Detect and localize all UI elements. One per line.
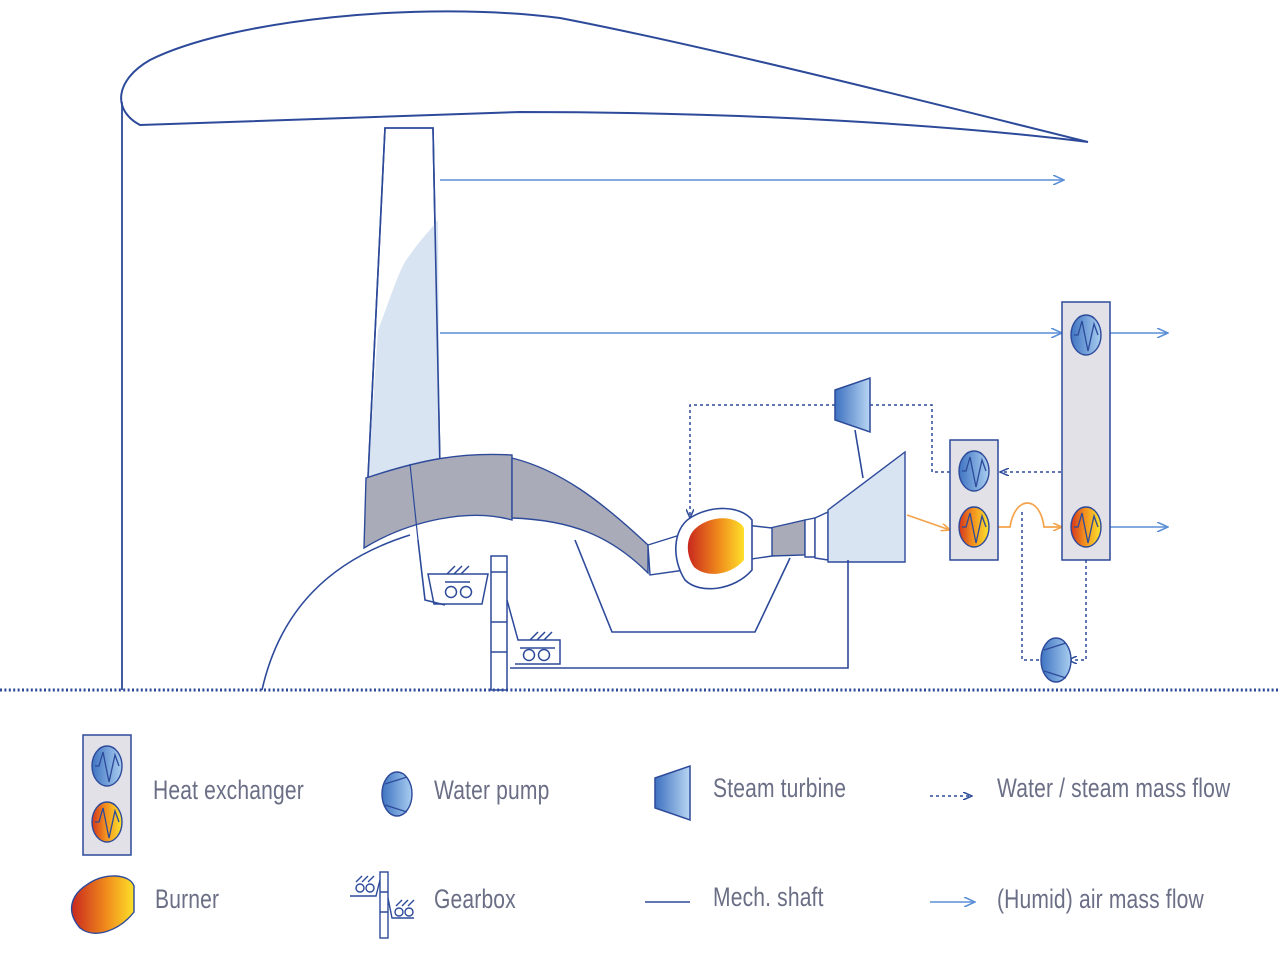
legend-water-steam-flow-label: Water / steam mass flow — [997, 773, 1231, 803]
wing-outline — [120, 10, 1089, 690]
gearbox-upper — [427, 565, 489, 605]
fan-blade-divider — [409, 463, 419, 541]
engine-core — [363, 450, 906, 576]
legend-steam-turbine-label: Steam turbine — [713, 773, 847, 803]
heat-exchanger-1 — [949, 439, 999, 561]
gearbox-lower — [506, 599, 561, 665]
fuselage-curve — [261, 534, 411, 691]
steam-turbine-icon — [654, 764, 691, 822]
water-pump — [1040, 637, 1072, 683]
legend-mech-shaft-label: Mech. shaft — [713, 882, 824, 912]
heat-exchanger-2 — [1061, 301, 1111, 561]
legend-water-pump-label: Water pump — [434, 775, 550, 805]
water-pump-icon — [381, 771, 413, 817]
hot-exhaust-flow — [906, 502, 1062, 530]
legend-heat-exchanger-label: Heat exchanger — [153, 775, 304, 805]
legend-air-flow-label: (Humid) air mass flow — [997, 884, 1204, 914]
combustion-chamber — [675, 507, 753, 590]
legend-gearbox-label: Gearbox — [434, 884, 516, 914]
legend-burner-label: Burner — [155, 884, 220, 914]
steam-turbine — [834, 376, 871, 434]
heat-exchanger-icon — [82, 734, 132, 856]
burner-icon — [70, 875, 135, 934]
gearbox-icon — [350, 871, 415, 939]
air-mass-flow — [440, 180, 1168, 527]
gearbox-shaft-stack — [490, 555, 508, 691]
fan-duct — [367, 127, 441, 479]
